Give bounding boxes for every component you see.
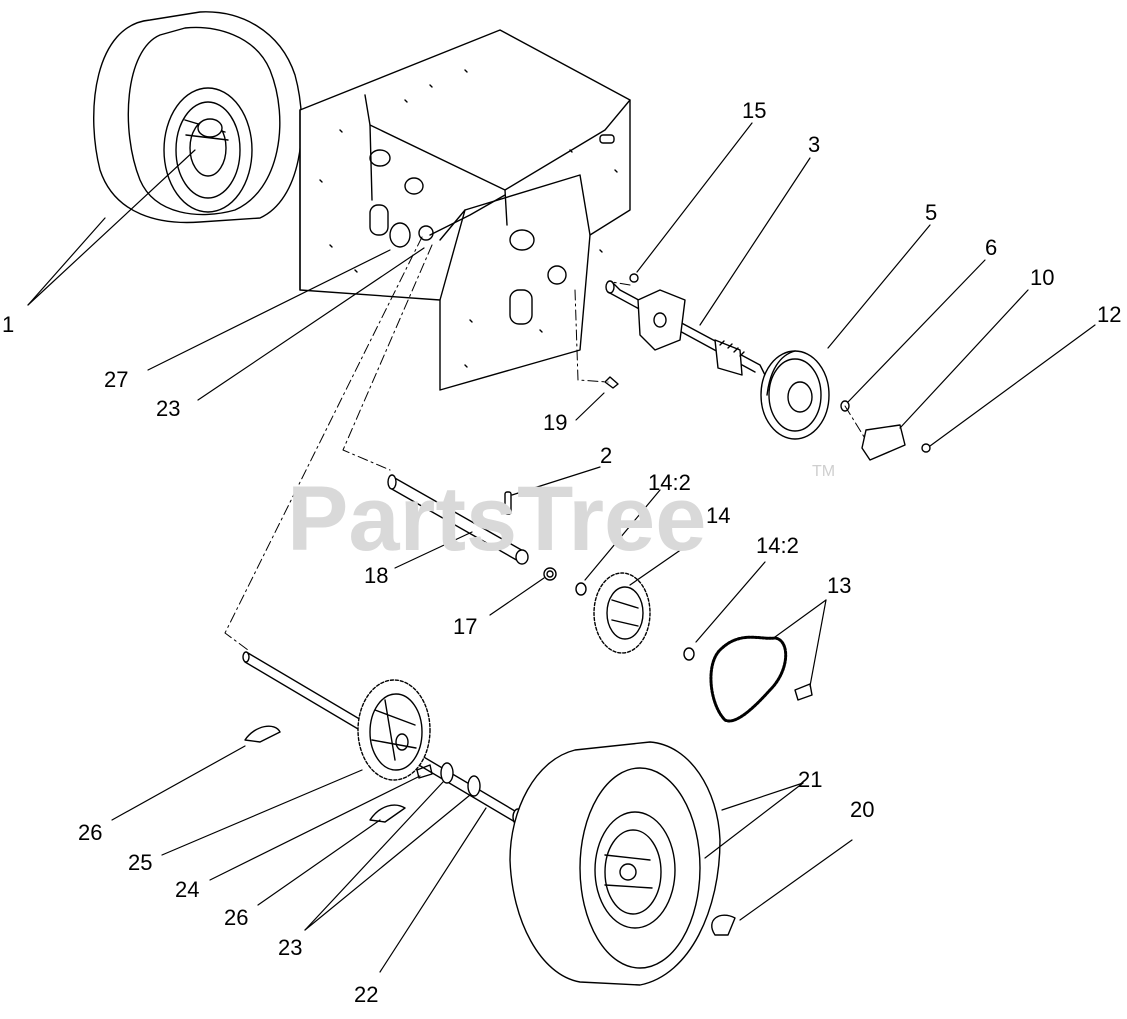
callout-10: 10 [1030,265,1054,290]
callout-20: 20 [850,797,874,822]
callout-14: 14 [706,503,730,528]
callout-27: 27 [104,367,128,392]
drive-shaft-assembly [604,273,931,461]
callout-23-top: 23 [156,396,180,421]
callout-23-bottom: 23 [278,935,302,960]
callout-15: 15 [742,98,766,123]
right-wheel [509,741,721,986]
callout-26-upper: 26 [78,820,102,845]
callout-14-2-lower: 14:2 [756,533,799,558]
alignment-lines [224,236,867,651]
callout-2: 2 [600,443,612,468]
callout-24: 24 [175,877,199,902]
callout-17: 17 [453,614,477,639]
left-wheel [93,11,303,224]
callout-5: 5 [925,200,937,225]
callout-14-2-upper: 14:2 [648,470,691,495]
callout-6: 6 [985,235,997,260]
watermark-trademark: TM [812,463,835,480]
callout-12: 12 [1097,302,1121,327]
frame-housing [299,29,631,391]
axle-parts [387,474,813,723]
callout-21: 21 [798,767,822,792]
callout-19: 19 [543,410,567,435]
watermark-text: PartsTree [287,468,706,570]
callout-1: 1 [2,312,14,337]
callout-3: 3 [808,132,820,157]
callout-22: 22 [354,982,378,1007]
callout-25: 25 [128,850,152,875]
callout-26-lower: 26 [224,905,248,930]
callout-13: 13 [827,573,851,598]
callout-18: 18 [364,563,388,588]
leader-lines [27,122,1096,973]
